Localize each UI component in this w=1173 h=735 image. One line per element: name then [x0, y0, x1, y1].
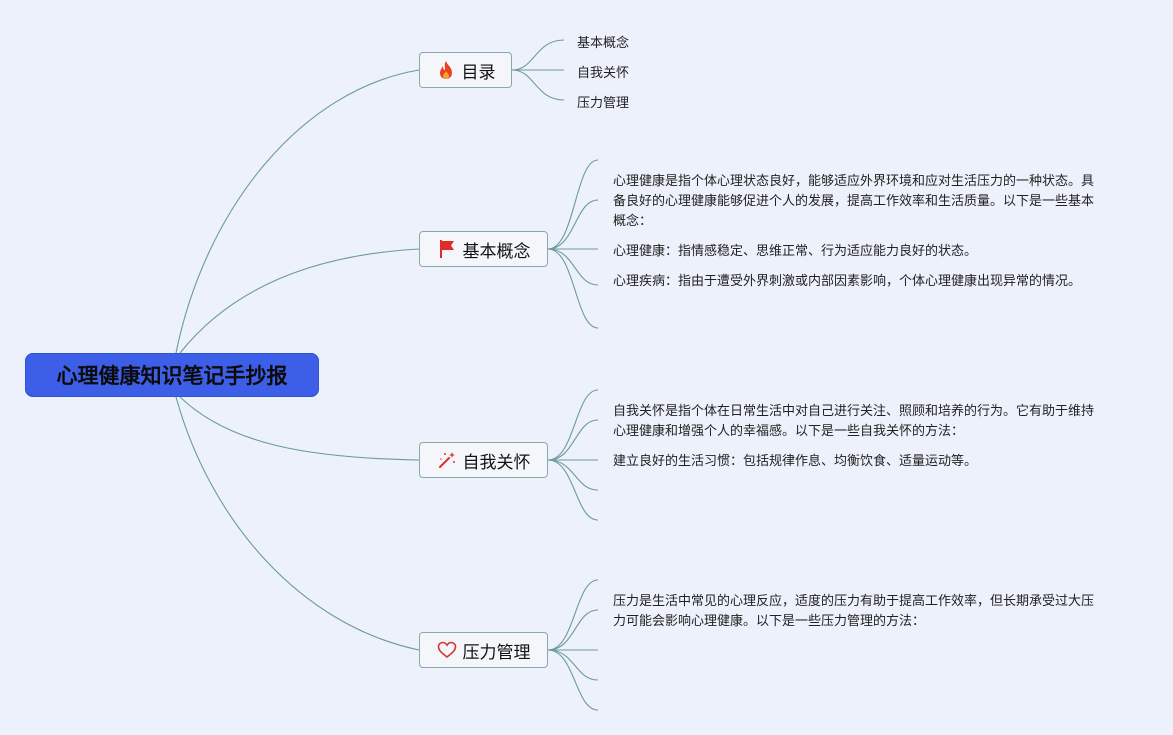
connector-root-selfcare [179, 396, 420, 461]
root-topic[interactable]: 心理健康知识笔记手抄报 [25, 353, 319, 397]
branch-label: 目录 [461, 62, 496, 83]
connector-toc-1 [511, 39, 565, 71]
concepts-intro: 心理健康是指个体心理状态良好，能够适应外界环境和应对生活压力的一种状态。具备良好… [613, 174, 1095, 229]
connector-stress-1 [547, 579, 599, 651]
fire-icon [436, 60, 456, 80]
connector-selfcare-1 [547, 389, 599, 461]
toc-item-selfcare[interactable]: 自我关怀 [577, 66, 630, 81]
magic-wand-icon [437, 450, 457, 470]
branch-stress[interactable]: 压力管理 [419, 632, 548, 668]
connector-stress-2 [547, 609, 599, 651]
selfcare-item-1: 建立良好的生活习惯：包括规律作息、均衡饮食、适量运动等。 [613, 454, 978, 469]
toc-item-concepts[interactable]: 基本概念 [577, 36, 630, 51]
connector-root-concepts [179, 248, 420, 354]
heart-outline-icon [437, 640, 457, 660]
connector-concepts-4 [547, 248, 599, 286]
root-title: 心理健康知识笔记手抄报 [56, 364, 288, 388]
toc-item-stress[interactable]: 压力管理 [577, 96, 630, 111]
branch-toc[interactable]: 目录 [419, 52, 512, 88]
connector-root-toc [175, 69, 420, 354]
connector-selfcare-2 [547, 419, 599, 461]
concepts-item-2: 心理疾病：指由于遭受外界刺激或内部因素影响，个体心理健康出现异常的情况。 [613, 274, 1082, 289]
concepts-item-1: 心理健康：指情感稳定、思维正常、行为适应能力良好的状态。 [613, 244, 978, 259]
connector-root-stress [175, 396, 420, 651]
branch-concepts[interactable]: 基本概念 [419, 231, 548, 267]
branch-selfcare[interactable]: 自我关怀 [419, 442, 548, 478]
flag-icon [437, 239, 457, 259]
connector-concepts-2 [547, 199, 599, 250]
selfcare-intro: 自我关怀是指个体在日常生活中对自己进行关注、照顾和培养的行为。它有助于维持心理健… [613, 404, 1095, 439]
connector-selfcare-5 [547, 459, 599, 521]
branch-label: 压力管理 [462, 642, 531, 663]
branch-label: 基本概念 [462, 241, 531, 262]
connector-concepts-1 [547, 159, 599, 250]
connector-concepts-5 [547, 248, 599, 329]
connector-toc-3 [511, 69, 565, 101]
branch-label: 自我关怀 [462, 452, 531, 473]
stress-intro: 压力是生活中常见的心理反应，适度的压力有助于提高工作效率，但长期承受过大压力可能… [613, 594, 1095, 629]
connector-stress-5 [547, 649, 599, 711]
